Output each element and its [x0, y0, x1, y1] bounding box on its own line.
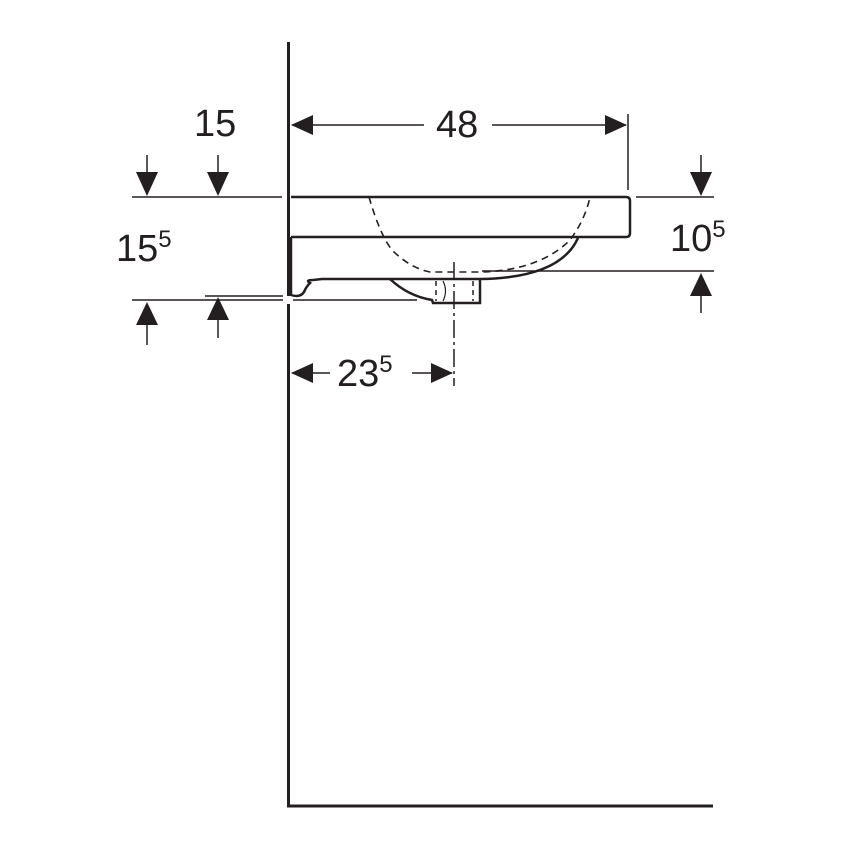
- bowl-hidden-line: [368, 196, 591, 273]
- dimension-value: 10: [670, 218, 713, 260]
- basin-outline: [289, 195, 632, 305]
- arrow-down-icon: [207, 172, 229, 196]
- arrow-right-icon: [431, 363, 453, 383]
- dimension-top-offset: 15: [194, 105, 236, 143]
- dimension-superscript: 5: [712, 216, 726, 243]
- dimension-superscript: 5: [379, 351, 393, 378]
- arrow-up-icon: [207, 297, 229, 320]
- dimension-mount-height: 155: [116, 228, 172, 270]
- dimension-value: 23: [337, 353, 380, 395]
- arrow-up-icon: [690, 273, 712, 296]
- arrow-up-icon: [136, 302, 158, 325]
- dimension-drain-distance: 235: [337, 353, 393, 395]
- dimension-depth: 48: [436, 106, 478, 144]
- arrow-down-icon: [690, 172, 712, 196]
- arrow-left-icon: [291, 115, 313, 135]
- arrow-left-icon: [291, 363, 313, 383]
- arrow-down-icon: [136, 172, 158, 196]
- arrow-right-icon: [605, 115, 627, 135]
- dimension-value: 48: [436, 104, 479, 146]
- dimension-value: 15: [116, 228, 159, 270]
- dimension-superscript: 5: [158, 226, 172, 253]
- dimension-value: 15: [194, 103, 237, 145]
- dimension-front-height: 105: [670, 218, 726, 260]
